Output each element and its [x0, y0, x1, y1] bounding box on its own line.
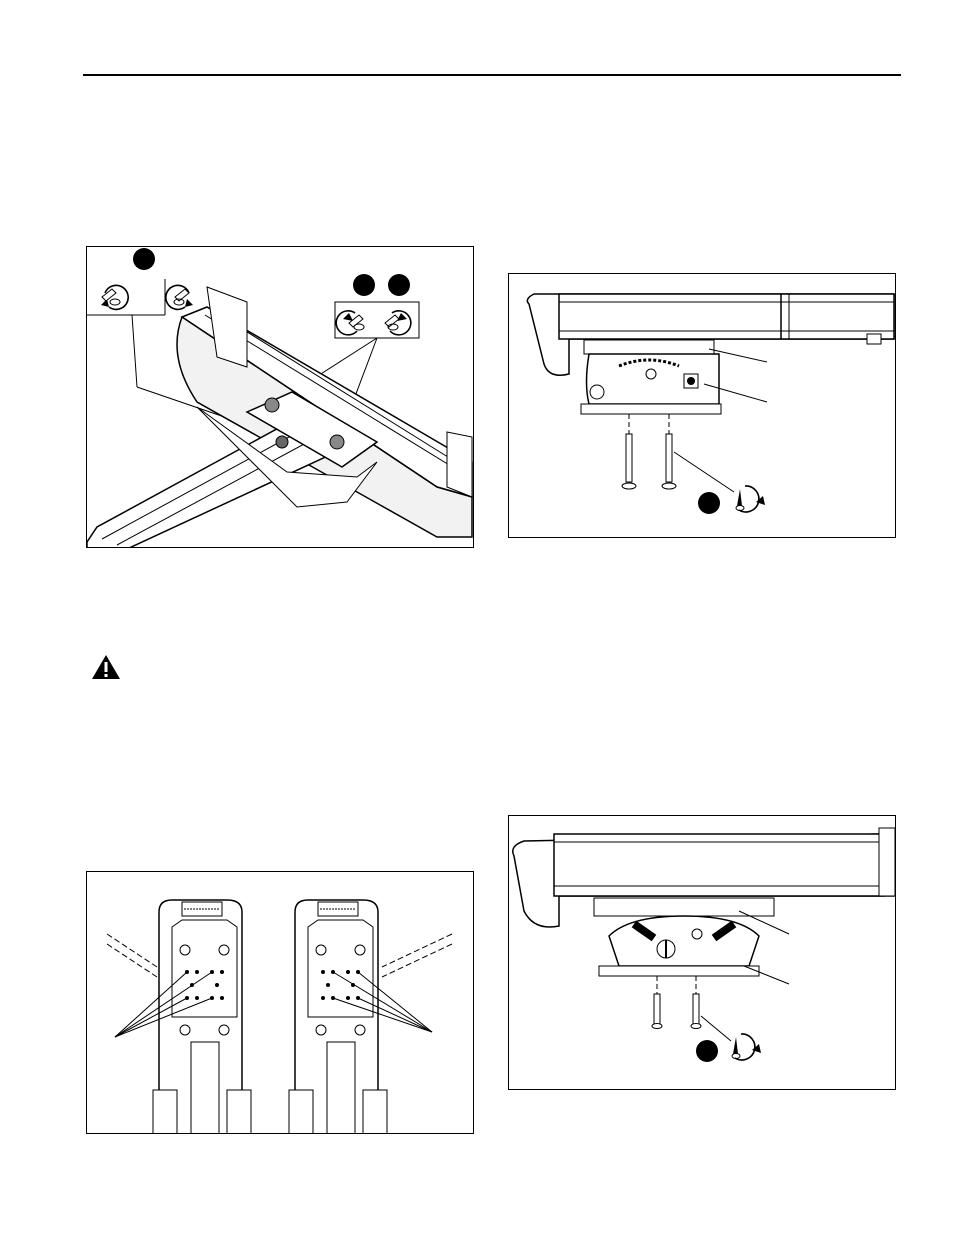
screwdriver-tighten-icon	[736, 486, 765, 512]
wrench-rotate-pair-icon	[335, 302, 419, 338]
adjustment-bracket-figure	[86, 246, 474, 548]
mount-plate-left	[107, 900, 251, 1134]
mount-plate-right	[289, 900, 452, 1134]
screwdriver-tighten-icon	[732, 1034, 761, 1060]
step-badge	[133, 248, 155, 270]
step-badge	[353, 274, 375, 296]
projector-mount-alt-figure	[508, 815, 896, 1090]
header-rule	[83, 74, 901, 76]
projector-mount-side-figure	[508, 273, 896, 538]
step-badge	[696, 1040, 718, 1062]
step-badge	[698, 492, 720, 514]
warning-triangle-icon	[91, 654, 121, 680]
step-badge	[388, 274, 410, 296]
wrench-rotate-pair-icon	[87, 279, 193, 315]
mount-plate-hole-pattern-figure	[86, 871, 474, 1134]
